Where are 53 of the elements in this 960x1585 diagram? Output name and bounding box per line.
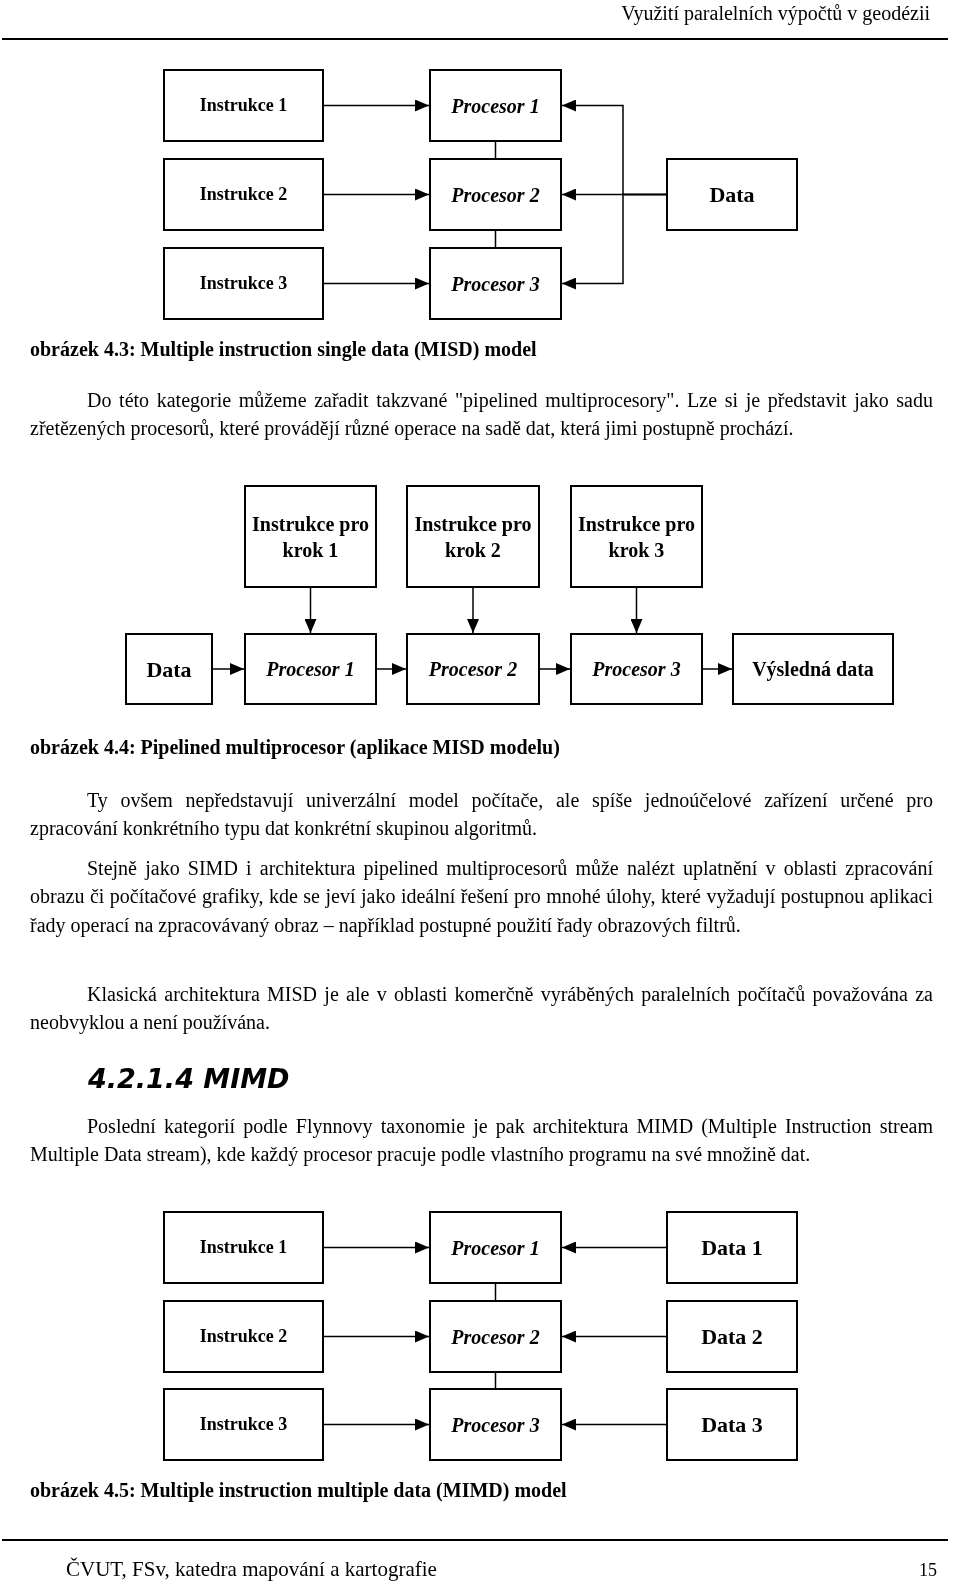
arrow: [702, 663, 733, 675]
instruction-box: Instrukce pro krok 1: [244, 485, 377, 588]
running-header: Využití paralelních výpočtů v geodézii: [620, 1, 930, 26]
data-box: Data: [125, 633, 213, 705]
arrow: [323, 277, 430, 290]
data-box: Data: [666, 158, 798, 231]
arrow: [630, 587, 643, 634]
body-paragraph: Klasická architektura MISD je ale v oblasti komerčně vyráběných paralelních počítačů považována za neobvyklou a není používána.: [30, 982, 933, 1036]
arrow: [323, 188, 430, 201]
data-box: Data 1: [666, 1211, 798, 1284]
arrow: [323, 1330, 430, 1343]
arrow: [561, 1330, 667, 1343]
footer-text: ČVUT, FSv, katedra mapování a kartografie: [66, 1556, 438, 1582]
arrow: [212, 663, 245, 675]
arrow: [323, 99, 430, 112]
processor-box: Procesor 3: [429, 1388, 562, 1461]
instruction-box: Instrukce 2: [163, 1300, 324, 1373]
body-paragraph: Poslední kategorií podle Flynnovy taxonomie je pak architektura MIMD (Multiple Instruction stream Multiple Data stream), kde každý procesor pracuje podle vlastního programu na své množině dat.: [30, 1114, 933, 1168]
arrow: [376, 663, 407, 675]
figure-caption: obrázek 4.5: Multiple instruction multiple data (MIMD) model: [30, 1478, 568, 1502]
body-paragraph: Do této kategorie můžeme zařadit takzvané "pipelined multiprocesory". Lze si je představit jako sadu zřetězených procesorů, které provádějí různé operace na sadě dat, která jimi postupně prochází.: [30, 388, 933, 442]
processor-box: Procesor 2: [406, 633, 540, 705]
arrow: [467, 587, 479, 634]
instruction-box: Instrukce pro krok 3: [570, 485, 703, 588]
body-paragraph: Ty ovšem nepředstavují univerzální model počítače, ale spíše jednoúčelové zařízení určené pro zpracování konkrétního typu dat konkrétní skupinou algoritmů.: [30, 788, 933, 842]
figure-caption: obrázek 4.4: Pipelined multiprocesor (aplikace MISD modelu): [30, 735, 561, 759]
processor-box: Procesor 2: [429, 158, 562, 231]
arrow: [304, 587, 317, 634]
arrow: [561, 1418, 667, 1431]
processor-box: Procesor 3: [570, 633, 703, 705]
body-paragraph: Stejně jako SIMD i architektura pipelined multiprocesorů může nalézt uplatnění v oblasti zpracování obrazu či počítačové grafiky, kde se jeví jako ideální řešení pro mnohé úlohy, které vyžadují postupnou aplikaci řady operací na zpracovávaný obraz – například postupné použití řady obrazových filtrů.: [30, 856, 933, 939]
processor-box: Procesor 3: [429, 247, 562, 320]
arrow: [561, 193, 667, 290]
processor-box: Procesor 2: [429, 1300, 562, 1373]
data-box: Data 3: [666, 1388, 798, 1461]
instruction-box: Výsledná data: [732, 633, 894, 705]
instruction-box: Instrukce 1: [163, 1211, 324, 1284]
instruction-box: Instrukce pro krok 2: [406, 485, 540, 588]
section-heading: 4.2.1.4 MIMD: [88, 1062, 291, 1096]
processor-box: Procesor 1: [429, 69, 562, 142]
instruction-box: Instrukce 3: [163, 247, 324, 320]
arrow: [539, 663, 571, 675]
instruction-box: Instrukce 1: [163, 69, 324, 142]
data-box: Data 2: [666, 1300, 798, 1373]
arrow: [323, 1418, 430, 1431]
figure-caption: obrázek 4.3: Multiple instruction single data (MISD) model: [30, 337, 538, 361]
arrow: [323, 1241, 430, 1254]
instruction-box: Instrukce 3: [163, 1388, 324, 1461]
instruction-box: Instrukce 2: [163, 158, 324, 231]
processor-box: Procesor 1: [244, 633, 377, 705]
processor-box: Procesor 1: [429, 1211, 562, 1284]
page-number: 15: [918, 1559, 937, 1582]
arrow: [561, 1241, 667, 1254]
